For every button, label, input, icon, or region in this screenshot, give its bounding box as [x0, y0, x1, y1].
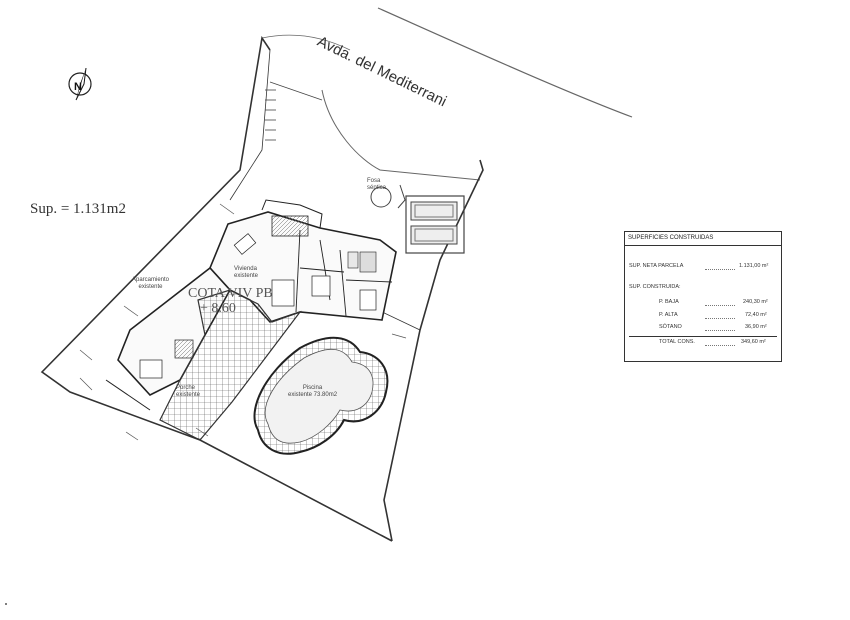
porch-label: Porche existente: [176, 385, 200, 399]
pool-label-line2: existente 73.80m2: [288, 392, 338, 398]
basement-value: 36,90 m²: [745, 324, 767, 330]
ground-floor-value: 240,30 m²: [743, 299, 768, 305]
surfaces-table: SUPERFICIES CONSTRUIDAS SUP. NETA PARCEL…: [624, 231, 782, 362]
ground-floor-dots: [705, 305, 735, 306]
upper-floor-dots: [705, 318, 735, 319]
ground-floor-level-line1: COTA VIV PB: [188, 286, 273, 301]
house-label-line2: existente: [234, 273, 259, 279]
net-plot-value: 1.131,00 m²: [739, 263, 769, 269]
built-area-label: SUP. CONSTRUIDA:: [629, 284, 681, 290]
ground-floor-level-line2: + 8.60: [200, 301, 236, 316]
net-plot-label: SUP. NETA PARCELA: [629, 263, 684, 269]
upper-floor-value: 72,40 m²: [745, 312, 767, 318]
street-edge-lines: [261, 7, 633, 181]
total-rule: [629, 336, 777, 337]
parking-label-line1: Aparcamiento: [132, 277, 170, 283]
parking-label: Aparcamiento existente: [132, 277, 169, 291]
pool-label: Piscina existente 73.80m2: [288, 385, 337, 399]
north-arrow-icon: N: [68, 67, 92, 101]
basement-dots: [705, 330, 735, 331]
pool-label-line1: Piscina: [302, 385, 323, 391]
porch-label-line2: existente: [176, 392, 201, 398]
tiled-terrace: [159, 289, 302, 441]
dimension-marks: [79, 203, 407, 441]
porch-label-line1: Porche: [176, 385, 196, 391]
basement-label: SÓTANO: [659, 324, 682, 330]
svg-text:N: N: [74, 81, 82, 93]
swimming-pool: [253, 336, 389, 455]
house-label-line1: Vivienda: [234, 266, 257, 272]
septic-tank-label-line2: séptica: [367, 185, 387, 191]
upper-floor-label: P. ALTA: [659, 312, 678, 318]
access-steps: [265, 81, 323, 141]
septic-tank-label-line1: Fosa: [367, 178, 381, 184]
house-label: Vivienda existente: [234, 266, 258, 280]
ground-floor-level-label: COTA VIV PB + 8.60: [188, 286, 273, 316]
septic-tank-label: Fosa séptica: [367, 178, 386, 192]
total-label: TOTAL CONS.: [659, 339, 695, 345]
total-dots: [705, 345, 735, 346]
net-plot-dots: [705, 269, 735, 270]
surfaces-table-title: SUPERFICIES CONSTRUIDAS: [625, 232, 781, 246]
ground-floor-label: P. BAJA: [659, 299, 679, 305]
parking-label-line2: existente: [138, 284, 163, 290]
septic-tank-circle: [370, 186, 392, 208]
plot-area-label: Sup. = 1.131m2: [30, 201, 126, 217]
garage-parking: [405, 195, 465, 254]
total-value: 349,60 m²: [741, 339, 766, 345]
